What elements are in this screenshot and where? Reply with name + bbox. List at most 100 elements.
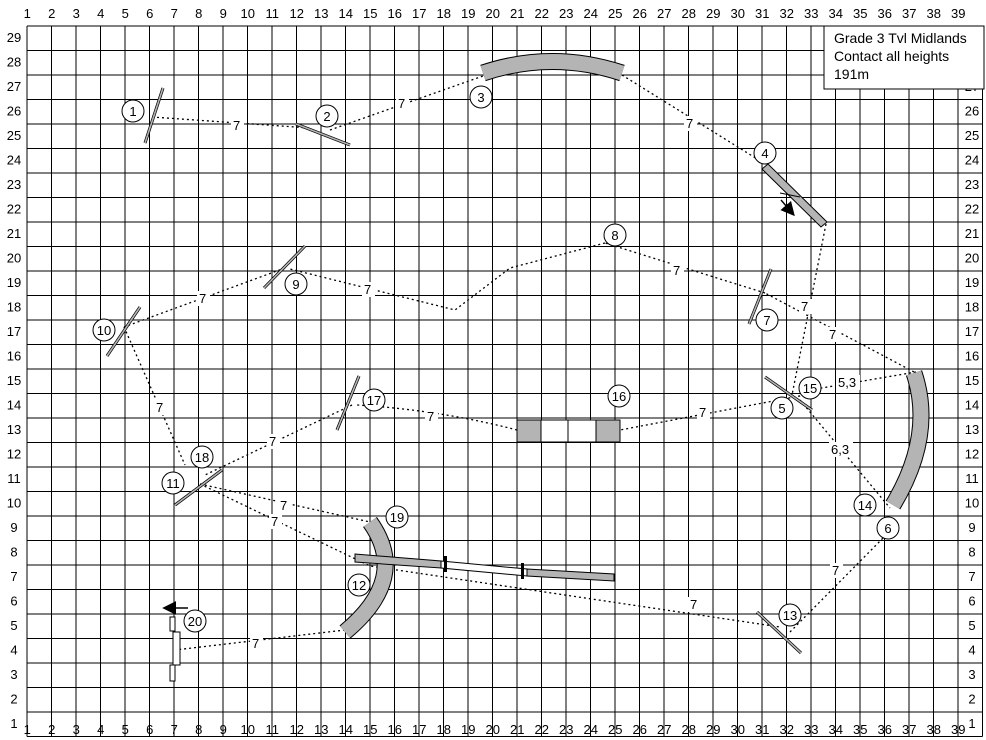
x-axis-label: 23: [559, 722, 573, 737]
x-axis-label: 38: [927, 6, 941, 21]
hurdle-17: [335, 375, 361, 431]
svg-text:1: 1: [129, 104, 136, 119]
hurdle-5-15: [764, 375, 813, 412]
tunnel-3: [480, 53, 625, 82]
y-axis-label: 21: [7, 226, 21, 241]
tunnel-12-19: [339, 517, 394, 639]
path-4-5: [791, 223, 827, 396]
x-axis-label: 33: [804, 722, 818, 737]
number-9: 9: [284, 272, 308, 296]
info-box-frame: [823, 25, 985, 90]
x-axis-label: 12: [290, 6, 304, 21]
x-axis-label: 13: [314, 722, 328, 737]
x-axis-label: 10: [241, 6, 255, 21]
distance-label: 7: [832, 563, 839, 578]
svg-text:9: 9: [292, 277, 299, 292]
svg-text:14: 14: [858, 498, 872, 513]
y-axis-label: 13: [965, 422, 979, 437]
x-axis-label: 1: [24, 6, 31, 21]
x-axis-label: 31: [755, 722, 769, 737]
distance-label: 7: [686, 116, 693, 131]
x-axis-label: 14: [339, 6, 353, 21]
axis-left: 2928272625242322212019181716151413121110…: [7, 30, 21, 731]
y-axis-label: 3: [10, 667, 17, 682]
x-axis-label: 14: [339, 722, 353, 737]
svg-text:17: 17: [367, 393, 381, 408]
x-axis-label: 21: [510, 6, 524, 21]
distance-label: 7: [199, 291, 206, 306]
svg-text:18: 18: [195, 450, 209, 465]
svg-text:20: 20: [188, 614, 202, 629]
svg-text:5: 5: [778, 401, 785, 416]
x-axis-label: 25: [608, 6, 622, 21]
x-axis-label: 28: [682, 6, 696, 21]
y-axis-label: 10: [7, 496, 21, 511]
y-axis-label: 7: [968, 569, 975, 584]
number-13: 13: [778, 603, 802, 627]
svg-text:19: 19: [390, 510, 404, 525]
info-length: 191m: [834, 66, 869, 82]
x-axis-label: 29: [706, 722, 720, 737]
y-axis-label: 27: [7, 79, 21, 94]
y-axis-label: 9: [10, 520, 17, 535]
path-10-11: [123, 326, 186, 466]
x-axis-label: 3: [73, 6, 80, 21]
distance-label: 7: [829, 327, 836, 342]
y-axis-label: 5: [968, 618, 975, 633]
x-axis-label: 35: [853, 6, 867, 21]
hurdles: [105, 87, 813, 655]
x-axis-label: 11: [266, 722, 280, 737]
distance-label: 7: [699, 405, 706, 420]
y-axis-label: 19: [7, 275, 21, 290]
number-16: 16: [607, 384, 631, 408]
x-axis-label: 5: [122, 6, 129, 21]
x-axis-label: 4: [97, 6, 104, 21]
path-13-14: [789, 527, 894, 633]
distance-label: 7: [801, 299, 808, 314]
x-axis-label: 24: [584, 6, 598, 21]
number-17: 17: [362, 388, 386, 412]
x-axis-label: 36: [878, 6, 892, 21]
x-axis-label: 18: [437, 6, 451, 21]
x-axis-label: 17: [412, 722, 426, 737]
y-axis-label: 16: [965, 349, 979, 364]
y-axis-label: 11: [7, 471, 21, 486]
x-axis-label: 6: [146, 722, 153, 737]
x-axis-label: 22: [535, 6, 549, 21]
x-axis-label: 27: [657, 6, 671, 21]
x-axis-label: 9: [220, 722, 227, 737]
number-20: 20: [183, 609, 207, 633]
x-axis-label: 8: [195, 6, 202, 21]
hurdle-10: [105, 306, 142, 357]
y-axis-label: 14: [965, 398, 979, 413]
x-axis-label: 20: [486, 6, 500, 21]
x-axis-label: 5: [122, 722, 129, 737]
x-axis-label: 32: [780, 722, 794, 737]
number-5: 5: [770, 396, 794, 420]
distance-label: 7: [280, 498, 287, 513]
x-axis-label: 36: [878, 722, 892, 737]
x-axis-label: 32: [780, 6, 794, 21]
y-axis-label: 6: [968, 594, 975, 609]
x-axis-label: 8: [195, 722, 202, 737]
y-axis-label: 1: [10, 716, 17, 731]
x-axis-label: 37: [902, 6, 916, 21]
x-axis-label: 2: [48, 6, 55, 21]
x-axis-label: 25: [608, 722, 622, 737]
x-axis-label: 15: [363, 722, 377, 737]
y-axis-label: 4: [968, 643, 975, 658]
y-axis-label: 25: [7, 128, 21, 143]
x-axis-label: 34: [829, 722, 843, 737]
x-axis-label: 4: [97, 722, 104, 737]
y-axis-label: 18: [7, 300, 21, 315]
x-axis-label: 20: [486, 722, 500, 737]
distance-label: 7: [271, 514, 278, 529]
distance-label: 7: [252, 636, 259, 651]
svg-text:3: 3: [477, 90, 484, 105]
x-axis-label: 3: [73, 722, 80, 737]
y-axis-label: 17: [965, 324, 979, 339]
y-axis-label: 8: [10, 545, 17, 560]
x-axis-label: 11: [266, 6, 280, 21]
